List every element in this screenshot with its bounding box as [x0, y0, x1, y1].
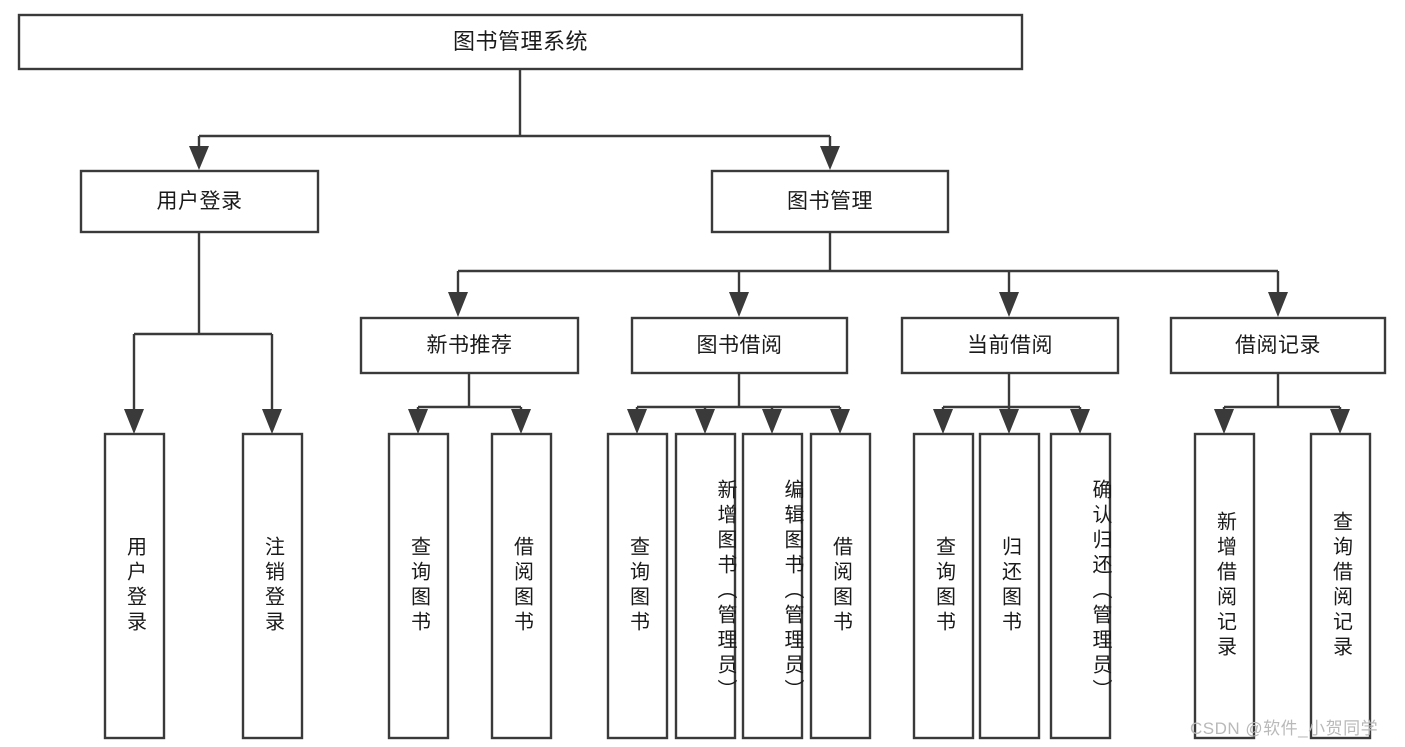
arrowhead-bb-leaf-3 [762, 409, 782, 434]
node-box-borrow-record[interactable] [1169, 316, 1387, 375]
csdn-watermark: CSDN @软件_小贺同学 [1190, 719, 1379, 738]
node-box-user-login[interactable] [79, 169, 320, 234]
node-box-new-book-recommend[interactable] [359, 316, 580, 375]
node-box-leaf-edit-book[interactable] [741, 432, 804, 740]
arrowhead-cb-leaf-3 [1070, 409, 1090, 434]
arrowhead-br-leaf-1 [1214, 409, 1234, 434]
arrowhead-nbr-leaf-2 [511, 409, 531, 434]
node-box-leaf-confirm-return[interactable] [1049, 432, 1112, 740]
node-box-book-borrow[interactable] [630, 316, 849, 375]
node-box-leaf-borrow-book-1[interactable] [490, 432, 553, 740]
arrowhead-bm-to-book-borrow [729, 292, 749, 317]
arrowhead-bm-to-current-borrow [999, 292, 1019, 317]
arrowhead-user-login-leaf-1 [124, 409, 144, 434]
node-box-leaf-return-book[interactable] [978, 432, 1041, 740]
arrowhead-cb-leaf-2 [999, 409, 1019, 434]
node-box-leaf-query-record[interactable] [1309, 432, 1372, 740]
arrowhead-nbr-leaf-1 [408, 409, 428, 434]
arrowhead-bb-leaf-2 [695, 409, 715, 434]
arrowhead-root-to-book-management [820, 146, 840, 170]
node-box-current-borrow[interactable] [900, 316, 1120, 375]
node-box-book-management[interactable] [710, 169, 950, 234]
arrowhead-root-to-user-login [189, 146, 209, 170]
node-box-leaf-logout-login[interactable] [241, 432, 304, 740]
node-box-leaf-query-book-2[interactable] [606, 432, 669, 740]
node-box-leaf-add-book[interactable] [674, 432, 737, 740]
arrowhead-bb-leaf-4 [830, 409, 850, 434]
node-box-root[interactable] [17, 13, 1024, 71]
arrowhead-cb-leaf-1 [933, 409, 953, 434]
node-box-leaf-borrow-book-2[interactable] [809, 432, 872, 740]
arrowhead-bb-leaf-1 [627, 409, 647, 434]
arrowhead-user-login-leaf-2 [262, 409, 282, 434]
arrowhead-br-leaf-2 [1330, 409, 1350, 434]
arrowhead-bm-to-borrow-record [1268, 292, 1288, 317]
node-box-leaf-query-book-1[interactable] [387, 432, 450, 740]
node-box-leaf-add-record[interactable] [1193, 432, 1256, 740]
arrowhead-bm-to-new-book-recommend [448, 292, 468, 317]
node-box-leaf-user-login[interactable] [103, 432, 166, 740]
node-box-leaf-query-book-3[interactable] [912, 432, 975, 740]
